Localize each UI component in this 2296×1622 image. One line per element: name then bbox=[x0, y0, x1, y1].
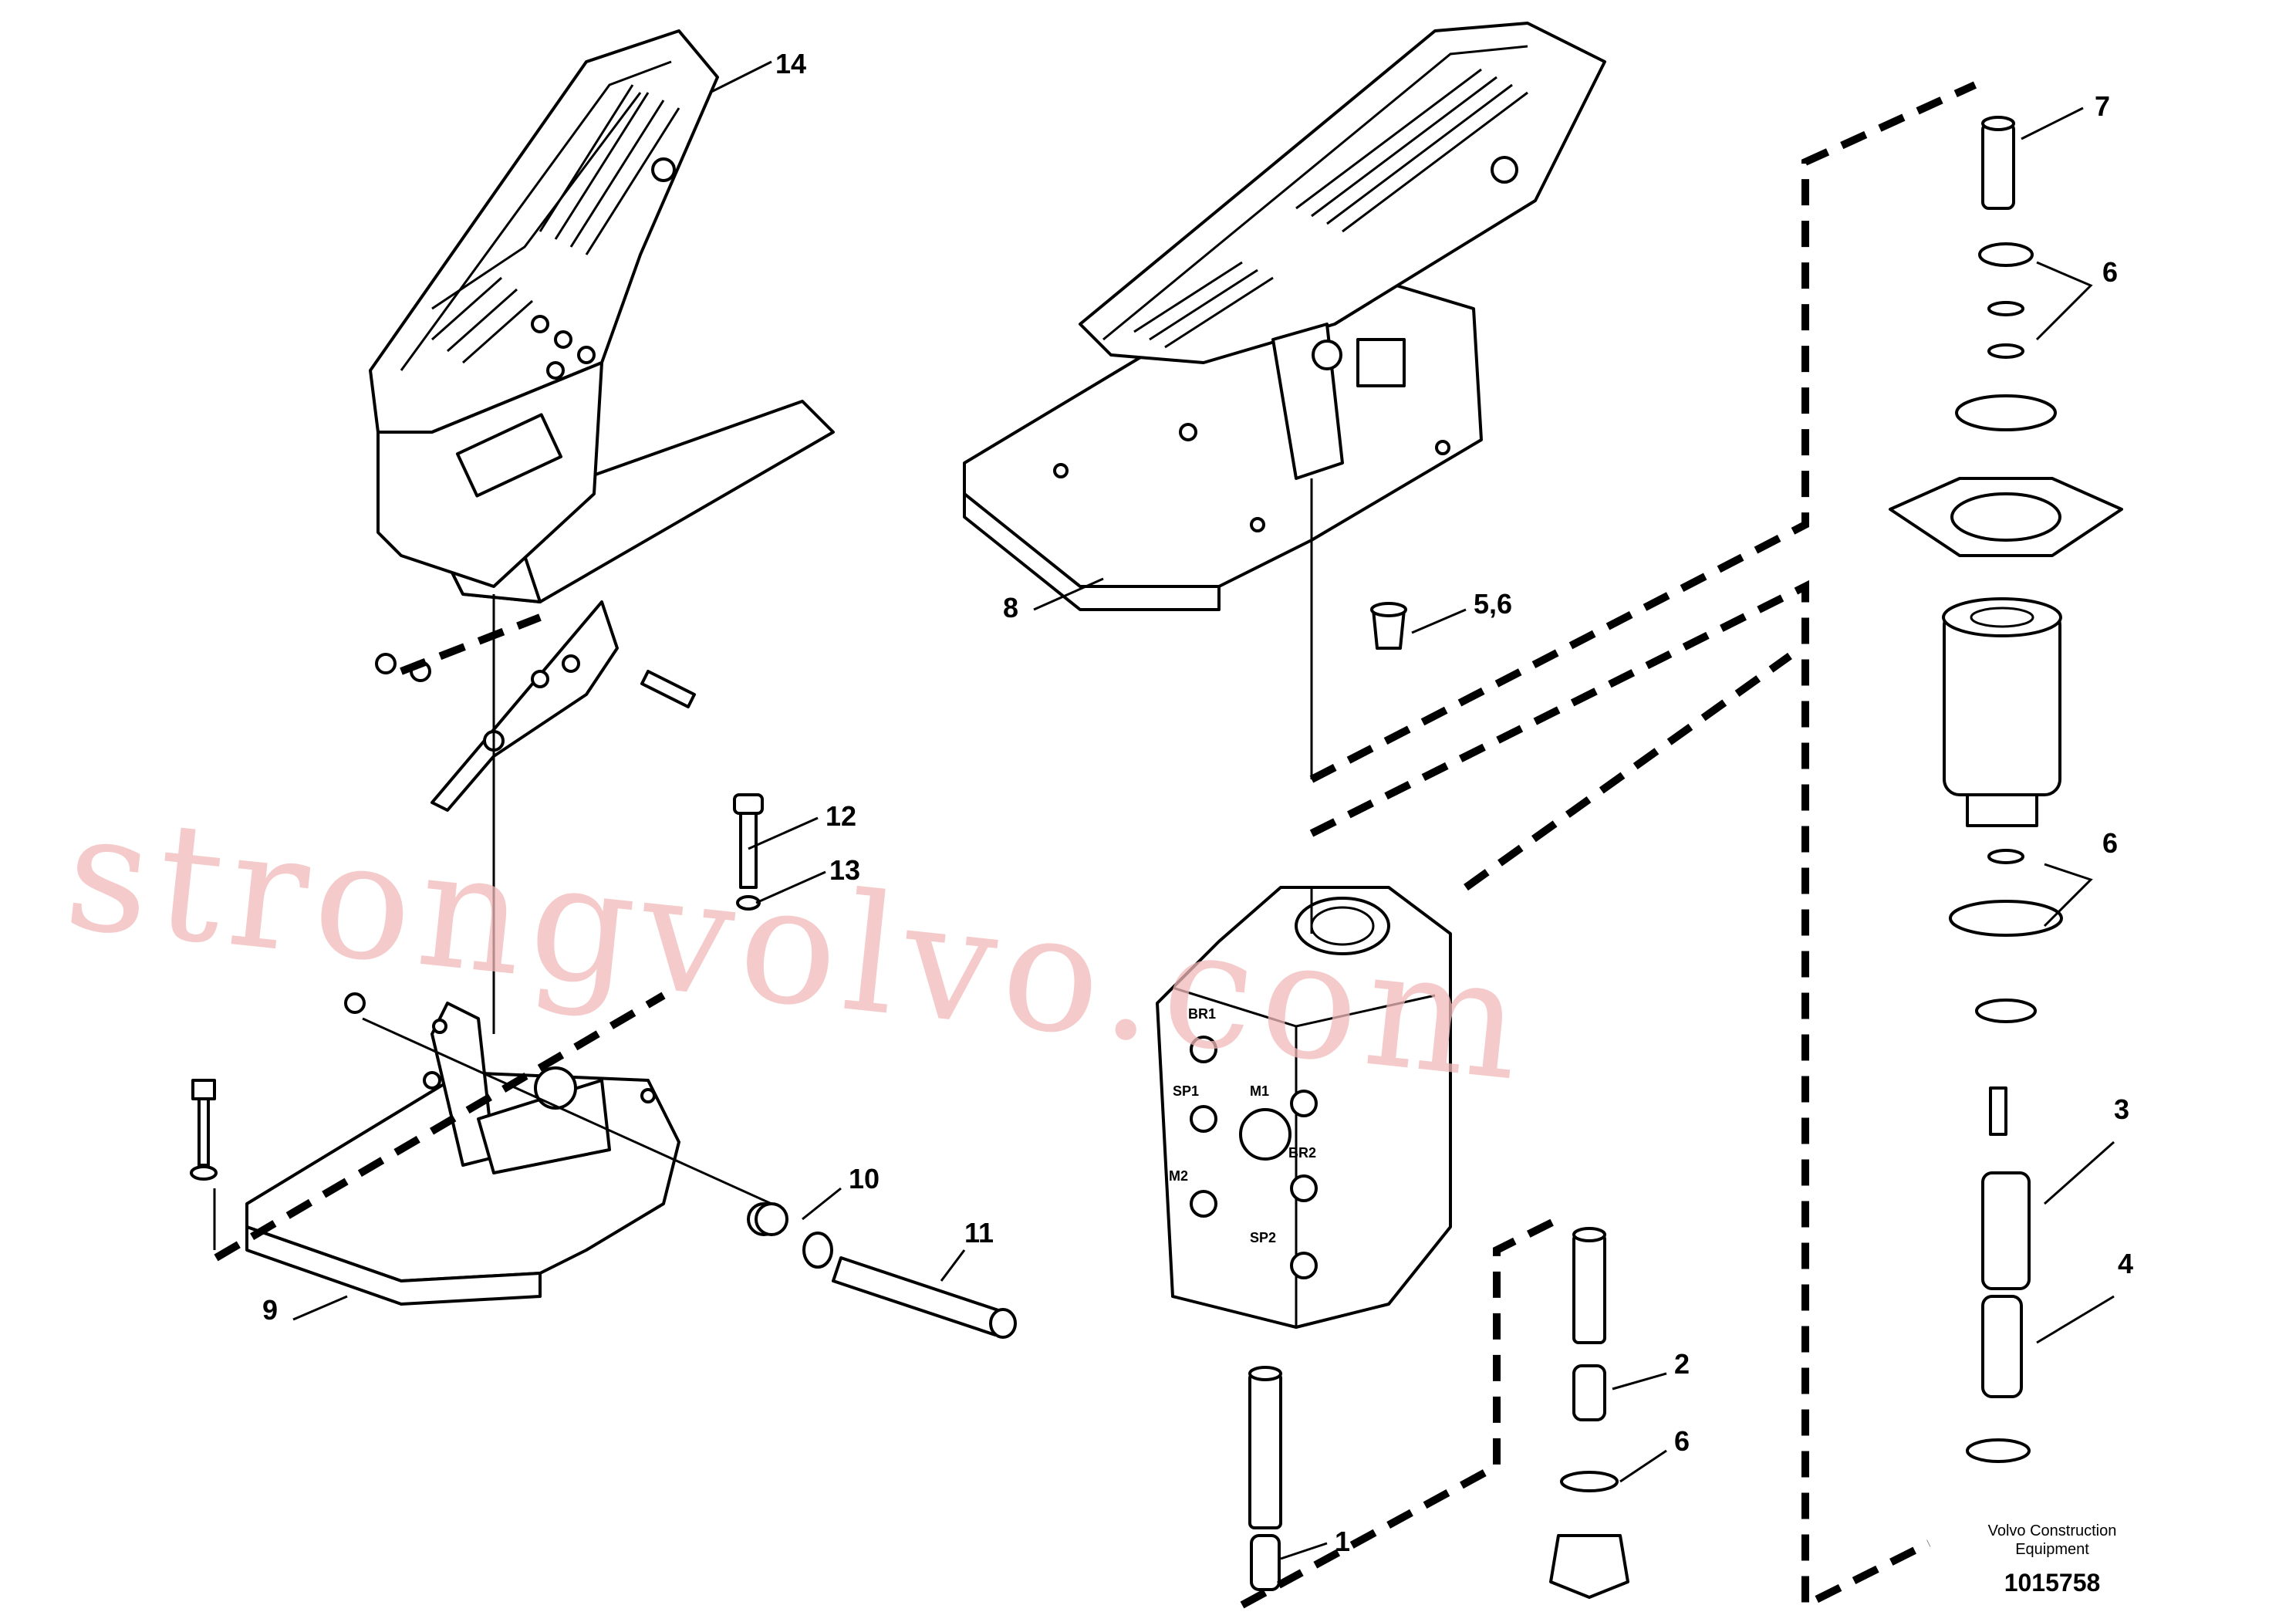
callout-5-6: 5,6 bbox=[1474, 588, 1512, 620]
drawing-number: 1015758 bbox=[2004, 1569, 2101, 1597]
leaders bbox=[292, 60, 2115, 1560]
callout-4: 4 bbox=[2118, 1248, 2133, 1279]
left-link-bracket bbox=[375, 600, 696, 812]
port-label-m1: M1 bbox=[1250, 1083, 1269, 1099]
callout-1: 1 bbox=[1335, 1526, 1350, 1557]
left-pedal bbox=[369, 29, 835, 603]
spool-1 bbox=[1248, 1366, 1282, 1591]
left-base-plate bbox=[245, 1002, 680, 1306]
port-label-m2: M2 bbox=[1169, 1168, 1188, 1184]
callout-14: 14 bbox=[775, 48, 806, 79]
port-label-sp2: SP2 bbox=[1250, 1230, 1276, 1245]
right-pedal bbox=[963, 22, 1606, 611]
right-column-stack bbox=[1889, 116, 2123, 1463]
callout-10: 10 bbox=[849, 1163, 880, 1195]
callout-9: 9 bbox=[262, 1294, 278, 1326]
footer-line-1: Volvo Construction bbox=[1988, 1522, 2117, 1539]
valve-body: BR1 M1 SP1 M2 BR2 SP2 bbox=[1156, 886, 1452, 1329]
footer: Volvo Construction Equipment 1015758 bbox=[1988, 1522, 2117, 1597]
callout-7: 7 bbox=[2095, 90, 2110, 122]
port-label-br1: BR1 bbox=[1188, 1006, 1216, 1022]
plunger-2 bbox=[1549, 1227, 1629, 1599]
alignment-lines bbox=[213, 81, 1977, 1612]
callout-8: 8 bbox=[1003, 592, 1018, 623]
callout-13: 13 bbox=[829, 854, 860, 886]
callout-6b: 6 bbox=[2102, 827, 2118, 859]
callout-11: 11 bbox=[964, 1217, 994, 1249]
callout-12: 12 bbox=[826, 800, 856, 832]
callout-2: 2 bbox=[1674, 1348, 1690, 1380]
callouts: 14 7 6 8 5,6 12 13 6 10 3 11 4 9 2 6 1 bbox=[262, 48, 2133, 1557]
footer-line-2: Equipment bbox=[2015, 1541, 2089, 1558]
right-pedal-ribs bbox=[1133, 68, 1528, 349]
port-label-br2: BR2 bbox=[1288, 1145, 1316, 1161]
callout-3: 3 bbox=[2114, 1093, 2129, 1125]
left-pedal-ribs bbox=[431, 84, 680, 364]
callout-6c: 6 bbox=[1674, 1425, 1690, 1457]
port-label-sp1: SP1 bbox=[1173, 1083, 1199, 1099]
left-fasteners bbox=[190, 793, 1017, 1339]
callout-6a: 6 bbox=[2102, 256, 2118, 288]
